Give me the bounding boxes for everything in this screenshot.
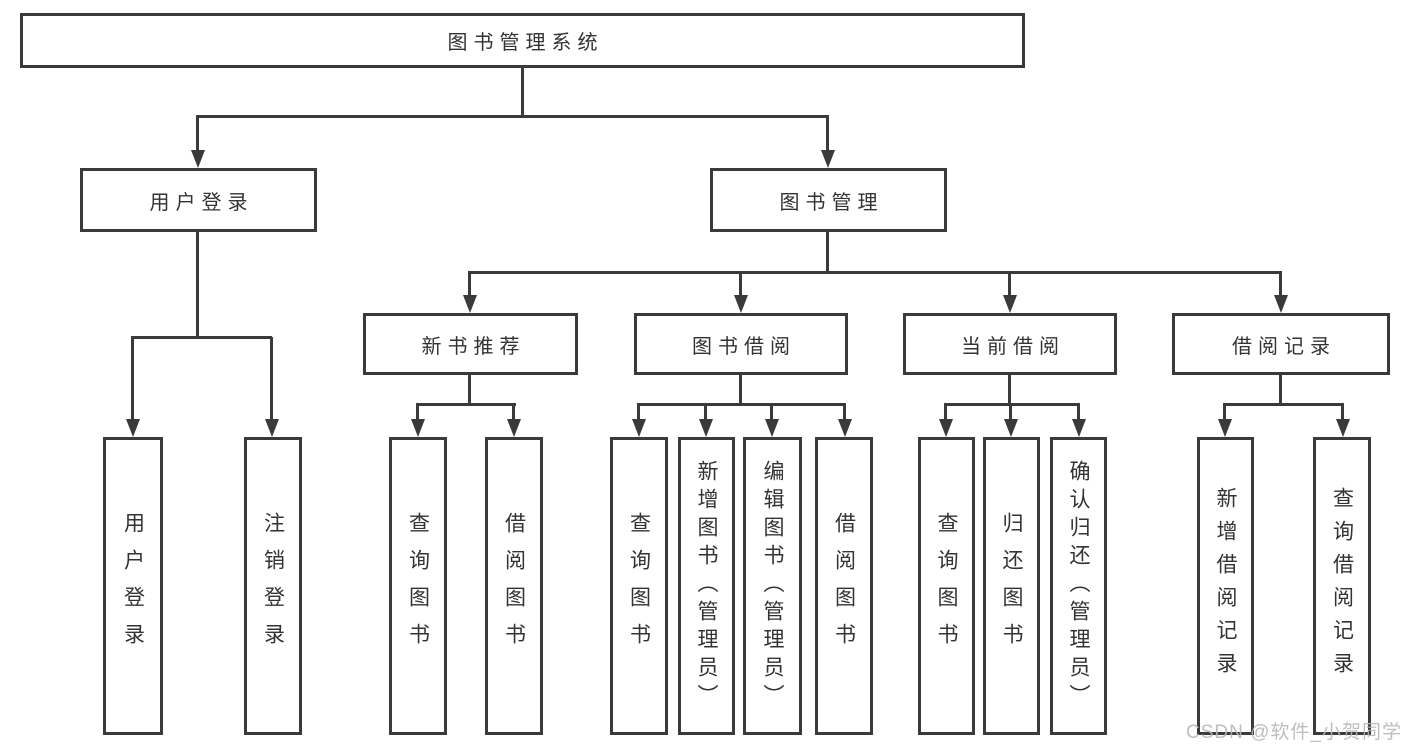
connector-current-rail [944, 403, 1080, 406]
leaf-add-borrow-record-label: 新增借阅记录 [1214, 487, 1237, 685]
connector-shaft [416, 405, 419, 423]
connector-shaft [704, 405, 707, 423]
arrow-down-icon [1218, 419, 1232, 437]
connector-root-stub [521, 68, 524, 117]
leaf-borrow-books-recommend-label: 借阅图书 [502, 512, 526, 660]
arrow-down-icon [821, 150, 835, 168]
leaf-add-borrow-record: 新增借阅记录 [1197, 437, 1254, 735]
leaf-edit-books-admin-label: 编辑图书（管理员） [761, 460, 784, 712]
connector-current-stub [1008, 375, 1011, 406]
connector-user-login-rail [131, 336, 272, 339]
connector-user-login-stub [196, 232, 199, 338]
node-current-borrow: 当前借阅 [903, 313, 1117, 375]
leaf-borrow-books: 借阅图书 [815, 437, 873, 735]
connector-shaft [196, 117, 199, 153]
node-book-borrow-label: 图书借阅 [692, 335, 796, 358]
arrow-down-icon [1336, 419, 1350, 437]
arrow-down-icon [265, 419, 279, 437]
arrow-down-icon [191, 150, 205, 168]
leaf-query-borrow-record-label: 查询借阅记录 [1330, 487, 1354, 685]
connector-shaft [131, 337, 134, 423]
arrow-down-icon [632, 419, 646, 437]
leaf-query-books-current-label: 查询图书 [935, 512, 958, 660]
connector-shaft [637, 405, 640, 423]
arrow-down-icon [507, 419, 521, 437]
connector-shaft [826, 117, 829, 153]
leaf-query-borrow-record: 查询借阅记录 [1313, 437, 1371, 735]
node-new-book-recommend: 新书推荐 [363, 313, 578, 375]
leaf-borrow-books-label: 借阅图书 [832, 512, 856, 660]
arrow-down-icon [838, 419, 852, 437]
node-new-book-recommend-label: 新书推荐 [421, 335, 526, 358]
connector-shaft [1223, 405, 1226, 423]
node-book-management: 图书管理 [710, 168, 947, 232]
arrow-down-icon [1004, 419, 1018, 437]
arrow-down-icon [126, 419, 140, 437]
connector-shaft [770, 405, 773, 423]
arrow-down-icon [411, 419, 425, 437]
csdn-watermark: CSDN @软件_小贺同学 [1186, 722, 1402, 743]
arrow-down-icon [1003, 295, 1017, 313]
leaf-user-login-label: 用户登录 [121, 512, 145, 660]
connector-shaft [843, 405, 846, 423]
arrow-down-icon [1072, 419, 1086, 437]
node-book-management-label: 图书管理 [779, 191, 884, 214]
arrow-down-icon [1274, 295, 1288, 313]
connector-shaft [468, 273, 471, 299]
connector-shaft [1279, 273, 1282, 299]
leaf-logout: 注销登录 [244, 437, 302, 735]
connector-recommend-stub [468, 375, 471, 406]
node-user-login-label: 用户登录 [149, 191, 254, 214]
leaf-logout-label: 注销登录 [261, 512, 285, 660]
leaf-return-books: 归还图书 [983, 437, 1040, 735]
connector-records-stub [1279, 375, 1282, 406]
connector-shaft [944, 405, 947, 423]
arrow-down-icon [939, 419, 953, 437]
connector-shaft [739, 273, 742, 299]
connector-shaft [512, 405, 515, 423]
connector-shaft [1077, 405, 1080, 423]
leaf-edit-books-admin: 编辑图书（管理员） [743, 437, 802, 735]
connector-level2-rail [196, 115, 829, 118]
arrow-down-icon [463, 295, 477, 313]
connector-records-rail [1223, 403, 1344, 406]
node-borrow-records-label: 借阅记录 [1232, 335, 1336, 358]
connector-shaft [1009, 405, 1012, 423]
connector-shaft [1341, 405, 1344, 423]
leaf-add-books-admin-label: 新增图书（管理员） [695, 460, 718, 712]
arrow-down-icon [734, 295, 748, 313]
leaf-query-books-recommend: 查询图书 [389, 437, 447, 735]
node-book-borrow: 图书借阅 [634, 313, 848, 375]
leaf-confirm-return-admin: 确认归还（管理员） [1050, 437, 1107, 735]
leaf-user-login: 用户登录 [103, 437, 163, 735]
node-current-borrow-label: 当前借阅 [961, 335, 1065, 358]
connector-book-mgmt-stub [826, 232, 829, 273]
node-borrow-records: 借阅记录 [1172, 313, 1390, 375]
leaf-return-books-label: 归还图书 [1000, 512, 1023, 660]
connector-shaft [270, 337, 273, 423]
leaf-borrow-books-recommend: 借阅图书 [485, 437, 543, 735]
connector-borrow-stub [739, 375, 742, 406]
leaf-query-books-borrow-label: 查询图书 [627, 512, 651, 660]
arrow-down-icon [699, 419, 713, 437]
connector-recommend-rail [416, 403, 516, 406]
leaf-query-books-borrow: 查询图书 [610, 437, 668, 735]
connector-shaft [1008, 273, 1011, 299]
node-user-login: 用户登录 [80, 168, 317, 232]
connector-level3-rail [468, 271, 1282, 274]
arrow-down-icon [765, 419, 779, 437]
root-node-label: 图书管理系统 [447, 32, 604, 54]
leaf-add-books-admin: 新增图书（管理员） [678, 437, 735, 735]
root-node: 图书管理系统 [20, 13, 1025, 68]
leaf-query-books-current: 查询图书 [918, 437, 975, 735]
leaf-query-books-recommend-label: 查询图书 [406, 512, 430, 660]
connector-borrow-rail [637, 403, 846, 406]
leaf-confirm-return-admin-label: 确认归还（管理员） [1067, 460, 1090, 712]
